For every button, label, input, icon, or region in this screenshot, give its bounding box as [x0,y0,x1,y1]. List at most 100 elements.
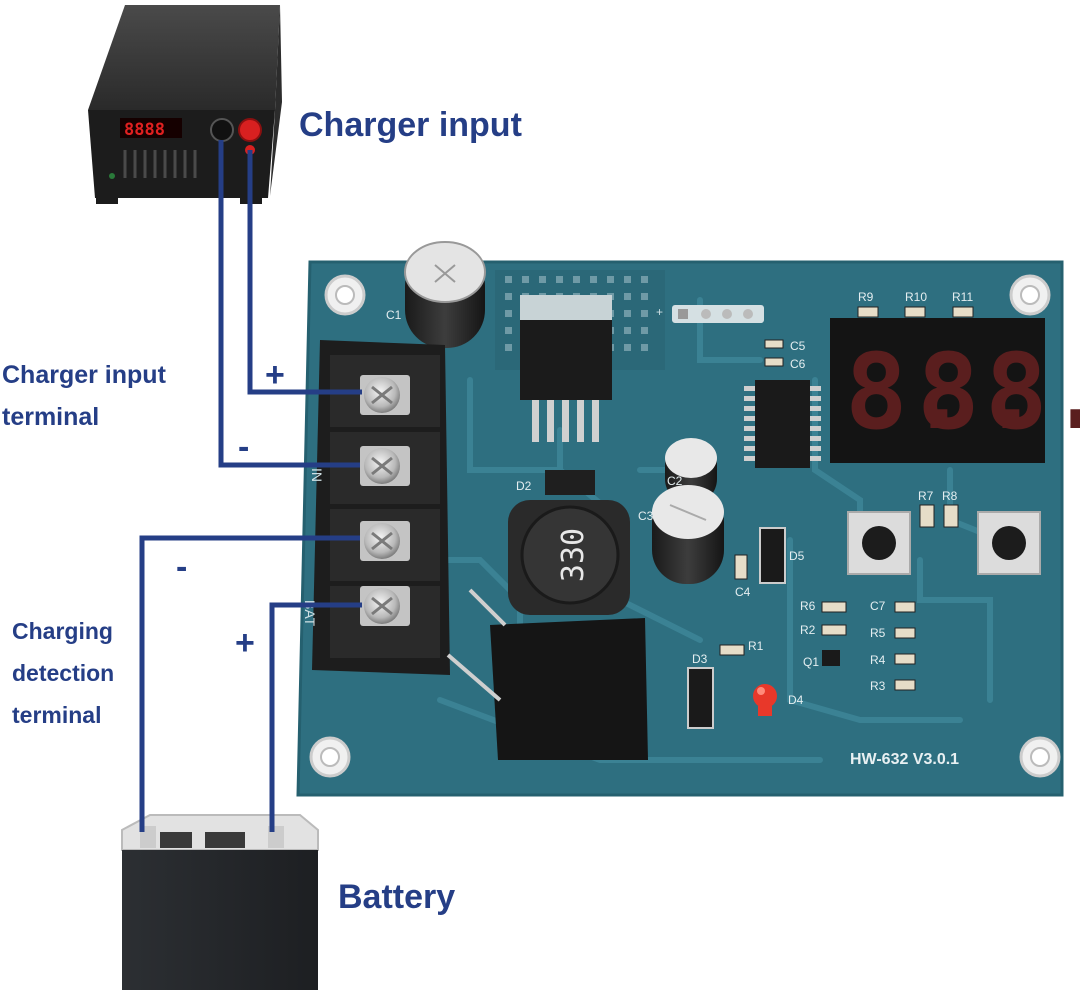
pcb-pad [641,344,648,351]
label-r3: R3 [870,679,886,693]
led-d4 [753,684,777,716]
screw [360,446,410,486]
pcb-pad [641,293,648,300]
screw [360,586,410,626]
display-digit-3: 8. [985,331,1080,453]
pcb-pad [505,293,512,300]
terminal-label-in: IN [309,468,325,482]
seven-segment-display: 8. 8. 8. [830,318,1080,463]
pcb-pad [641,310,648,317]
pcb-pad [641,327,648,334]
wire-charger-positive [247,150,362,395]
ic-pin [810,396,821,401]
pcb-pad [539,276,546,283]
voltage-regulator [520,295,612,442]
pcb-pad [505,327,512,334]
ic-pin [744,416,755,421]
wires [139,140,362,832]
pcb-pad [505,310,512,317]
label-q1: Q1 [803,655,819,669]
mounting-holes [309,274,1061,778]
label-c5: C5 [790,339,806,353]
diode-d3 [687,667,714,729]
svg-text:+: + [656,305,663,319]
sign-charger-minus: - [238,428,250,466]
label-r7: R7 [918,489,934,503]
sign-battery-minus: - [176,548,188,586]
label-charger-input-terminal: Charger input terminal [2,354,166,438]
header-pins [672,305,764,323]
terminal-block [312,340,450,675]
label-d3: D3 [692,652,708,666]
sign-battery-plus: + [235,624,255,662]
ic-pin [744,386,755,391]
pcb-pad [522,276,529,283]
label-line: Charging [12,618,113,644]
label-d4: D4 [788,693,804,707]
transistor-q1 [822,650,840,666]
label-d5: D5 [789,549,805,563]
label-r8: R8 [942,489,958,503]
label-c3: C3 [638,509,654,523]
display-digit-2: 8. [917,331,1042,453]
svg-text:8888: 8888 [124,120,165,140]
pcb-pad [624,293,631,300]
relay [446,588,648,760]
ic-pin [744,436,755,441]
negative-post [210,118,234,142]
diode-d2 [545,470,595,495]
capacitor-c1 [404,241,486,348]
pcb-pad [505,344,512,351]
pcb-pad [624,276,631,283]
pcb-pad [624,344,631,351]
battery [121,814,319,990]
push-button-1 [847,511,911,575]
wire-battery-negative [139,535,360,832]
label-battery: Battery [338,878,456,916]
label-r2: R2 [800,623,816,637]
ic-chip [744,380,821,468]
ic-pin [744,396,755,401]
pcb-pad [624,327,631,334]
ic-pin [810,406,821,411]
push-button-2 [977,511,1041,575]
screw [360,375,410,415]
pcb-pad [556,276,563,283]
ic-pin [810,436,821,441]
smd-resistors [719,306,974,691]
ic-pin [744,406,755,411]
label-r10: R10 [905,290,927,304]
pcb-pad [624,310,631,317]
ic-pin [810,426,821,431]
label-c4: C4 [735,585,751,599]
pcb-pad [573,276,580,283]
display-digit-1: 8. [845,331,970,453]
label-charging-detection-terminal: Charging detection terminal [12,610,114,736]
ic-pin [810,446,821,451]
pcb-board: + [296,241,1080,797]
ic-pin [810,416,821,421]
ic-pin [810,456,821,461]
pcb-pad [641,276,648,283]
label-r4: R4 [870,653,886,667]
pcb-pad [590,276,597,283]
label-line: terminal [2,403,100,431]
positive-post [238,118,262,142]
psu-display [120,118,182,138]
label-line: terminal [12,702,102,728]
wire-charger-negative [218,140,360,468]
diode-d5 [759,527,786,584]
label-d2: D2 [516,479,532,493]
label-r5: R5 [870,626,886,640]
inductor: 330 [508,500,630,615]
pcb-pad [505,276,512,283]
label-r6: R6 [800,599,816,613]
ic-pin [744,456,755,461]
pcb-pad [607,276,614,283]
sign-charger-plus: + [265,356,285,394]
label-c6: C6 [790,357,806,371]
board-model: HW-632 V3.0.1 [850,751,959,768]
label-r1: R1 [748,639,764,653]
